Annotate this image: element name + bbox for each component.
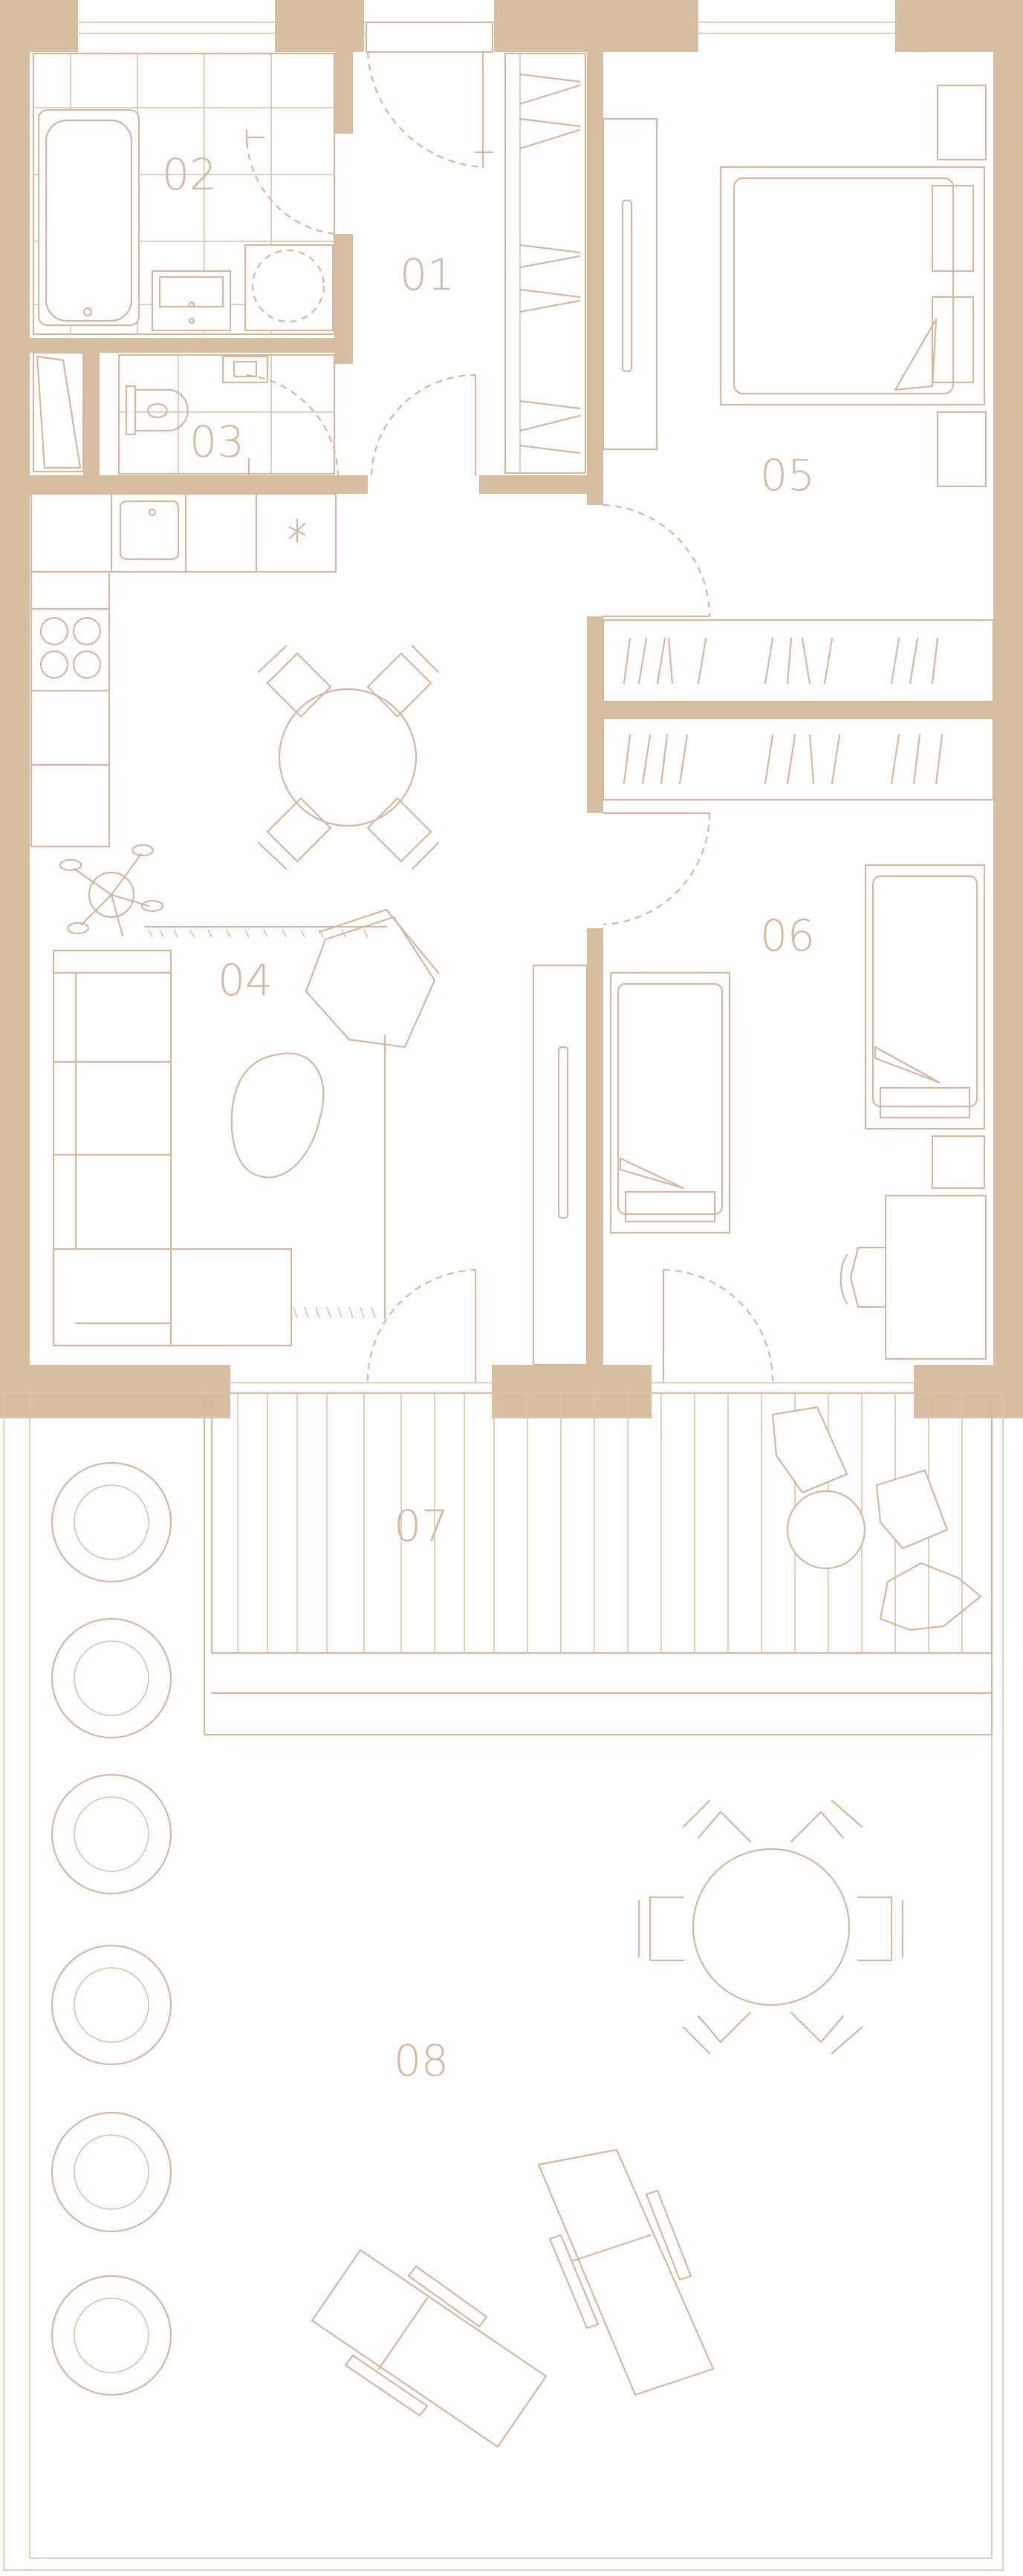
room-label-06: 06: [760, 910, 815, 961]
door-swing: [663, 1268, 774, 1382]
single-bed-icon: [864, 864, 986, 1130]
living-04: [30, 492, 588, 1383]
toilet-icon: [125, 385, 189, 436]
coffee-table: [230, 1052, 325, 1178]
shrub-icon: [51, 2111, 172, 2233]
wardrobe-icon: [504, 52, 587, 475]
bedroom-06: [602, 812, 987, 1383]
sofa-icon: [52, 949, 293, 1347]
bathtub-icon: [37, 108, 140, 327]
shrub-icon: [51, 1773, 172, 1895]
kitchen-counter-icon: [30, 492, 337, 848]
single-bed-icon: [609, 971, 731, 1234]
room-label-08: 08: [394, 2035, 449, 2086]
sun-lounger-icon: [537, 2148, 715, 2396]
door-swing: [366, 51, 484, 169]
tv-stand-icon: [532, 964, 588, 1366]
door-swing: [366, 1268, 476, 1382]
door-swing: [245, 137, 335, 235]
wc-03: [32, 351, 340, 477]
sink-icon: [151, 270, 232, 332]
tv-stand-icon: [602, 117, 658, 451]
room-label-03: 03: [189, 417, 244, 467]
hall-01: [365, 21, 587, 477]
bedroom-05: [602, 84, 995, 801]
desk-icon: [839, 1194, 987, 1360]
room-label-01: 01: [400, 250, 455, 300]
door-swing: [603, 812, 711, 926]
plant-icon: [59, 844, 164, 937]
shrub-icon: [51, 1944, 172, 2066]
room-label-07: 07: [394, 1501, 449, 1551]
sun-lounger-icon: [311, 2249, 548, 2448]
double-bed-icon: [719, 84, 987, 488]
cooktop-icon: [39, 616, 102, 679]
shrub-icon: [51, 1617, 172, 1739]
door-swing: [246, 374, 340, 476]
door-swing: [603, 503, 711, 617]
wardrobe-icon: [602, 619, 995, 801]
shrub-icon: [51, 2275, 172, 2396]
deck-icon: [203, 1392, 993, 1736]
shrub-icon: [51, 1461, 172, 1583]
bathroom-02: [32, 52, 336, 336]
dining-table-icon: [637, 1799, 904, 2055]
shower-icon: [244, 244, 334, 332]
room-label-05: 05: [760, 450, 815, 500]
room-label-02: 02: [162, 149, 217, 200]
room-label-04: 04: [218, 955, 273, 1005]
armchair-icon: [305, 908, 440, 1049]
walls: [0, 0, 1023, 1418]
door-swing: [370, 374, 476, 476]
dining-table-icon: [257, 645, 440, 870]
garden-08: [3, 1392, 1004, 2571]
